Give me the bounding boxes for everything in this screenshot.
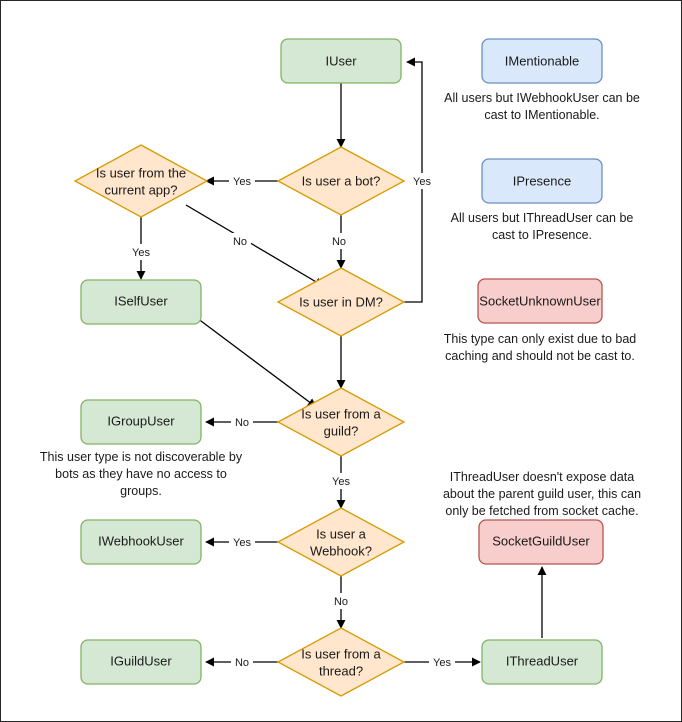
node-is-user-a-bot-label: Is user a bot? <box>302 173 381 188</box>
edge-label-thread-yes: Yes <box>433 657 451 669</box>
edge-labels: Yes No Yes Yes No No Yes Yes No No Yes <box>128 173 455 670</box>
node-is-user-a-webhook-label-1: Is user a <box>316 526 367 541</box>
node-is-user-a-bot[interactable]: Is user a bot? <box>276 146 406 216</box>
note-socketguilduser-line-2: about the parent guild user, this can <box>443 487 641 501</box>
node-socketunknownuser-label: SocketUnknownUser <box>479 293 601 308</box>
node-socketunknownuser[interactable]: SocketUnknownUser <box>477 278 603 324</box>
note-socketunknownuser-line-1: This type can only exist due to bad <box>444 332 637 346</box>
note-imentionable: All users but IWebhookUser can be cast t… <box>444 91 640 122</box>
node-is-user-from-a-guild[interactable]: Is user from a guild? <box>276 387 406 457</box>
node-iguilduser[interactable]: IGuildUser <box>80 639 202 685</box>
node-ithreaduser-label: IThreadUser <box>506 653 579 668</box>
node-iselfuser-label: ISelfUser <box>114 293 168 308</box>
node-iwebhookuser-label: IWebhookUser <box>98 533 184 548</box>
edge-label-app-yes: Yes <box>132 247 150 259</box>
note-imentionable-line-1: All users but IWebhookUser can be <box>444 91 640 105</box>
node-iwebhookuser[interactable]: IWebhookUser <box>80 519 202 565</box>
node-is-user-a-webhook[interactable]: Is user a Webhook? <box>276 507 406 577</box>
node-ipresence-label: IPresence <box>513 173 572 188</box>
edge-label-bot-no: No <box>332 236 346 248</box>
note-ipresence: All users but IThreadUser can be cast to… <box>451 211 634 242</box>
edge-label-webhook-yes: Yes <box>233 537 251 549</box>
edge-label-guild-yes: Yes <box>332 476 350 488</box>
note-socketunknownuser-line-2: caching and should not be cast to. <box>445 349 635 363</box>
note-igroupuser-line-3: groups. <box>120 484 162 498</box>
edge-label-webhook-no: No <box>334 596 348 608</box>
node-is-user-in-dm-label: Is user in DM? <box>299 294 383 309</box>
node-is-user-in-dm[interactable]: Is user in DM? <box>276 267 406 337</box>
edge-label-thread-no: No <box>235 657 249 669</box>
node-is-user-from-current-app[interactable]: Is user from the current app? <box>73 144 209 218</box>
node-igroupuser-label: IGroupUser <box>107 413 175 428</box>
node-ipresence[interactable]: IPresence <box>481 158 603 204</box>
node-is-user-from-current-app-label-2: current app? <box>105 182 178 197</box>
note-socketunknownuser: This type can only exist due to bad cach… <box>444 332 637 363</box>
note-igroupuser: This user type is not discoverable by bo… <box>40 450 243 498</box>
node-is-user-a-webhook-label-2: Webhook? <box>310 543 372 558</box>
note-igroupuser-line-2: bots as they have no access to <box>55 467 227 481</box>
edge-label-bot-yes: Yes <box>233 176 251 188</box>
node-is-user-from-current-app-label-1: Is user from the <box>96 165 186 180</box>
node-is-user-from-a-thread-label-1: Is user from a <box>301 646 381 661</box>
edge-label-app-no: No <box>233 236 247 248</box>
edge-label-bot-right-yes: Yes <box>413 176 431 188</box>
node-is-user-from-a-guild-label-2: guild? <box>324 423 359 438</box>
note-imentionable-line-2: cast to IMentionable. <box>484 108 599 122</box>
node-socketguilduser[interactable]: SocketGuildUser <box>478 519 604 565</box>
note-socketguilduser-line-1: IThreadUser doesn't expose data <box>450 470 634 484</box>
node-iuser[interactable]: IUser <box>280 38 402 84</box>
node-igroupuser[interactable]: IGroupUser <box>80 399 202 445</box>
note-socketguilduser-line-3: only be fetched from socket cache. <box>445 504 638 518</box>
node-is-user-from-a-thread-label-2: thread? <box>319 663 363 678</box>
node-ithreaduser[interactable]: IThreadUser <box>481 639 603 685</box>
edge-currentapp-no-to-isdm <box>185 204 324 287</box>
node-iuser-label: IUser <box>325 53 357 68</box>
node-is-user-from-a-thread[interactable]: Is user from a thread? <box>276 627 406 697</box>
note-igroupuser-line-1: This user type is not discoverable by <box>40 450 243 464</box>
note-socketguilduser: IThreadUser doesn't expose data about th… <box>443 470 641 518</box>
note-ipresence-line-2: cast to IPresence. <box>492 228 592 242</box>
node-imentionable[interactable]: IMentionable <box>481 38 603 84</box>
edge-iselfuser-to-isguild <box>196 317 317 408</box>
node-iselfuser[interactable]: ISelfUser <box>80 279 202 325</box>
edge-label-guild-no: No <box>235 417 249 429</box>
note-ipresence-line-1: All users but IThreadUser can be <box>451 211 634 225</box>
node-iguilduser-label: IGuildUser <box>110 653 172 668</box>
node-is-user-from-a-guild-label-1: Is user from a <box>301 406 381 421</box>
node-socketguilduser-label: SocketGuildUser <box>492 533 590 548</box>
node-imentionable-label: IMentionable <box>505 53 579 68</box>
